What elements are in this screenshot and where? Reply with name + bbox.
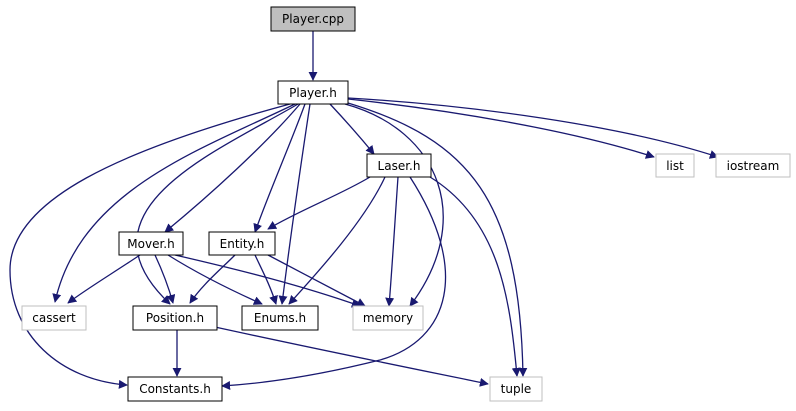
node-position-h[interactable]: Position.h	[132, 305, 218, 331]
node-laser-h[interactable]: Laser.h	[366, 153, 432, 178]
edge-playerh-enumsh	[278, 103, 311, 305]
node-label: Player.cpp	[282, 12, 344, 26]
edge-laserh-entityh	[267, 176, 371, 230]
node-iostream[interactable]: iostream	[715, 153, 791, 178]
edge-laserh-enumsh	[288, 176, 386, 305]
node-label: list	[666, 159, 684, 173]
node-tuple[interactable]: tuple	[489, 376, 543, 402]
node-player-cpp[interactable]: Player.cpp	[270, 6, 356, 32]
node-label: Position.h	[146, 311, 204, 325]
edge-playerh-iostream	[347, 97, 719, 159]
node-label: Entity.h	[220, 237, 265, 251]
edge-entityh-memory	[267, 254, 366, 307]
edge-playerh-laserh	[329, 103, 375, 155]
edge-playerh-list	[347, 98, 655, 159]
edge-playerh-memory	[344, 103, 444, 307]
node-list[interactable]: list	[655, 153, 695, 178]
nodes: Player.cpp Player.h Laser.h list iostrea…	[21, 6, 791, 402]
node-cassert[interactable]: cassert	[21, 305, 87, 331]
node-label: Player.h	[289, 86, 337, 100]
edge-playerh-entityh	[253, 103, 306, 233]
node-entity-h[interactable]: Entity.h	[208, 231, 276, 256]
edge-laserh-tuple	[429, 176, 521, 377]
edge-entityh-positionh	[189, 254, 236, 304]
edge-playerh-constantsh	[9, 103, 291, 389]
node-constants-h[interactable]: Constants.h	[127, 376, 223, 402]
edge-playerh-moverh	[164, 103, 301, 233]
edge-playerh-positionh	[136, 103, 299, 305]
node-memory[interactable]: memory	[352, 305, 424, 331]
edge-laserh-constantsh	[221, 176, 447, 390]
node-enums-h[interactable]: Enums.h	[241, 305, 319, 331]
edge-moverh-enumsh	[167, 254, 263, 305]
edge-moverh-cassert	[67, 254, 141, 304]
node-label: iostream	[727, 159, 780, 173]
edge-positionh-tuple	[214, 326, 489, 387]
node-label: memory	[363, 311, 413, 325]
edge-playerh-cassert	[52, 103, 296, 303]
edge-playerh-tuple	[347, 102, 528, 377]
node-label: cassert	[32, 311, 76, 325]
edge-moverh-memory	[174, 254, 361, 308]
edges	[9, 31, 719, 390]
edge-entityh-enumsh	[254, 254, 278, 305]
node-label: Constants.h	[139, 382, 211, 396]
node-label: tuple	[501, 382, 532, 396]
edge-laserh-memory	[385, 176, 399, 307]
node-label: Mover.h	[127, 237, 174, 251]
node-label: Laser.h	[378, 159, 421, 173]
edge-moverh-positionh	[154, 254, 176, 304]
node-player-h[interactable]: Player.h	[277, 80, 349, 105]
node-mover-h[interactable]: Mover.h	[118, 231, 184, 256]
node-label: Enums.h	[254, 311, 306, 325]
